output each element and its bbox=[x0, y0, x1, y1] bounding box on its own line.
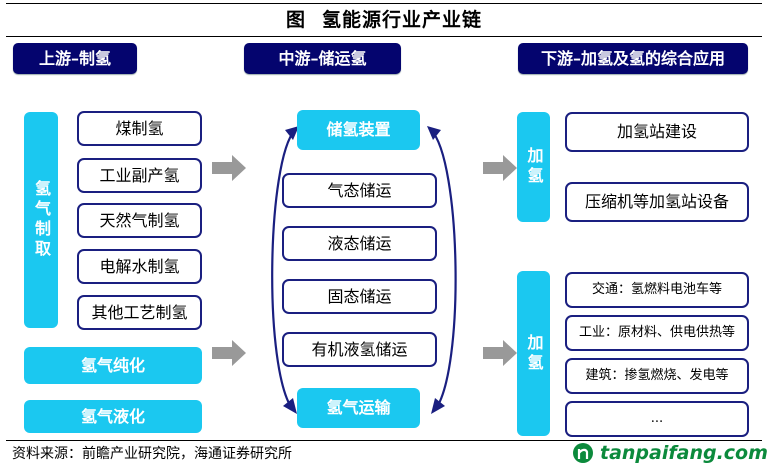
header-upstream: 上游–制氢 bbox=[13, 43, 137, 74]
hydrogen-production-label: 氢气制取 bbox=[24, 112, 58, 328]
refuel-item-equipment: 压缩机等加氢站设备 bbox=[565, 182, 749, 222]
application-item-transport: 交通：氢燃料电池车等 bbox=[565, 272, 749, 308]
figure-title-text: 氢能源行业产业链 bbox=[322, 9, 483, 31]
storage-method-solid: 固态储运 bbox=[282, 279, 437, 314]
storage-method-gas: 气态储运 bbox=[282, 173, 437, 208]
storage-device-box: 储氢装置 bbox=[297, 110, 420, 150]
watermark-text: tanpaifang.com bbox=[600, 442, 768, 464]
title-rule bbox=[6, 36, 762, 37]
arrow-right-icon bbox=[212, 155, 246, 181]
arrow-right-icon bbox=[483, 340, 517, 366]
method-box-other: 其他工艺制氢 bbox=[77, 295, 202, 330]
watermark-logo: tanpaifang.com bbox=[572, 440, 768, 466]
leaf-logo-icon bbox=[573, 443, 593, 463]
figure-prefix: 图 bbox=[285, 9, 306, 31]
top-rule bbox=[6, 3, 762, 4]
source-note: 资料来源：前瞻产业研究院，海通证券研究所 bbox=[12, 446, 292, 462]
header-downstream: 下游–加氢及氢的综合应用 bbox=[518, 43, 748, 74]
application-label: 加氢 bbox=[517, 271, 550, 436]
method-box-coal: 煤制氢 bbox=[77, 111, 202, 146]
hydrogen-transport-box: 氢气运输 bbox=[297, 388, 420, 428]
refuel-item-station-construction: 加氢站建设 bbox=[565, 112, 749, 152]
cycle-arrows bbox=[271, 126, 457, 414]
application-item-industry: 工业：原材料、供电供热等 bbox=[565, 315, 749, 351]
bottom-rule bbox=[6, 440, 762, 441]
method-box-electrolysis: 电解水制氢 bbox=[77, 249, 202, 284]
application-item-more: ... bbox=[565, 401, 749, 437]
method-box-industrial-byproduct: 工业副产氢 bbox=[77, 158, 202, 193]
storage-method-organic-liquid: 有机液氢储运 bbox=[282, 332, 437, 367]
method-box-natural-gas: 天然气制氢 bbox=[77, 203, 202, 238]
storage-method-liquid: 液态储运 bbox=[282, 226, 437, 261]
arrow-right-icon bbox=[212, 340, 246, 366]
application-item-building: 建筑：掺氢燃烧、发电等 bbox=[565, 358, 749, 394]
left-curved-arrow-icon bbox=[271, 126, 299, 414]
refueling-label: 加氢 bbox=[517, 112, 550, 222]
header-midstream: 中游–储运氢 bbox=[244, 43, 401, 74]
figure-title: 图氢能源行业产业链 bbox=[0, 5, 768, 32]
arrow-right-icon bbox=[483, 155, 517, 181]
liquefaction-box: 氢气液化 bbox=[24, 400, 202, 433]
purification-box: 氢气纯化 bbox=[24, 347, 202, 384]
right-curved-arrow-icon bbox=[427, 126, 457, 414]
